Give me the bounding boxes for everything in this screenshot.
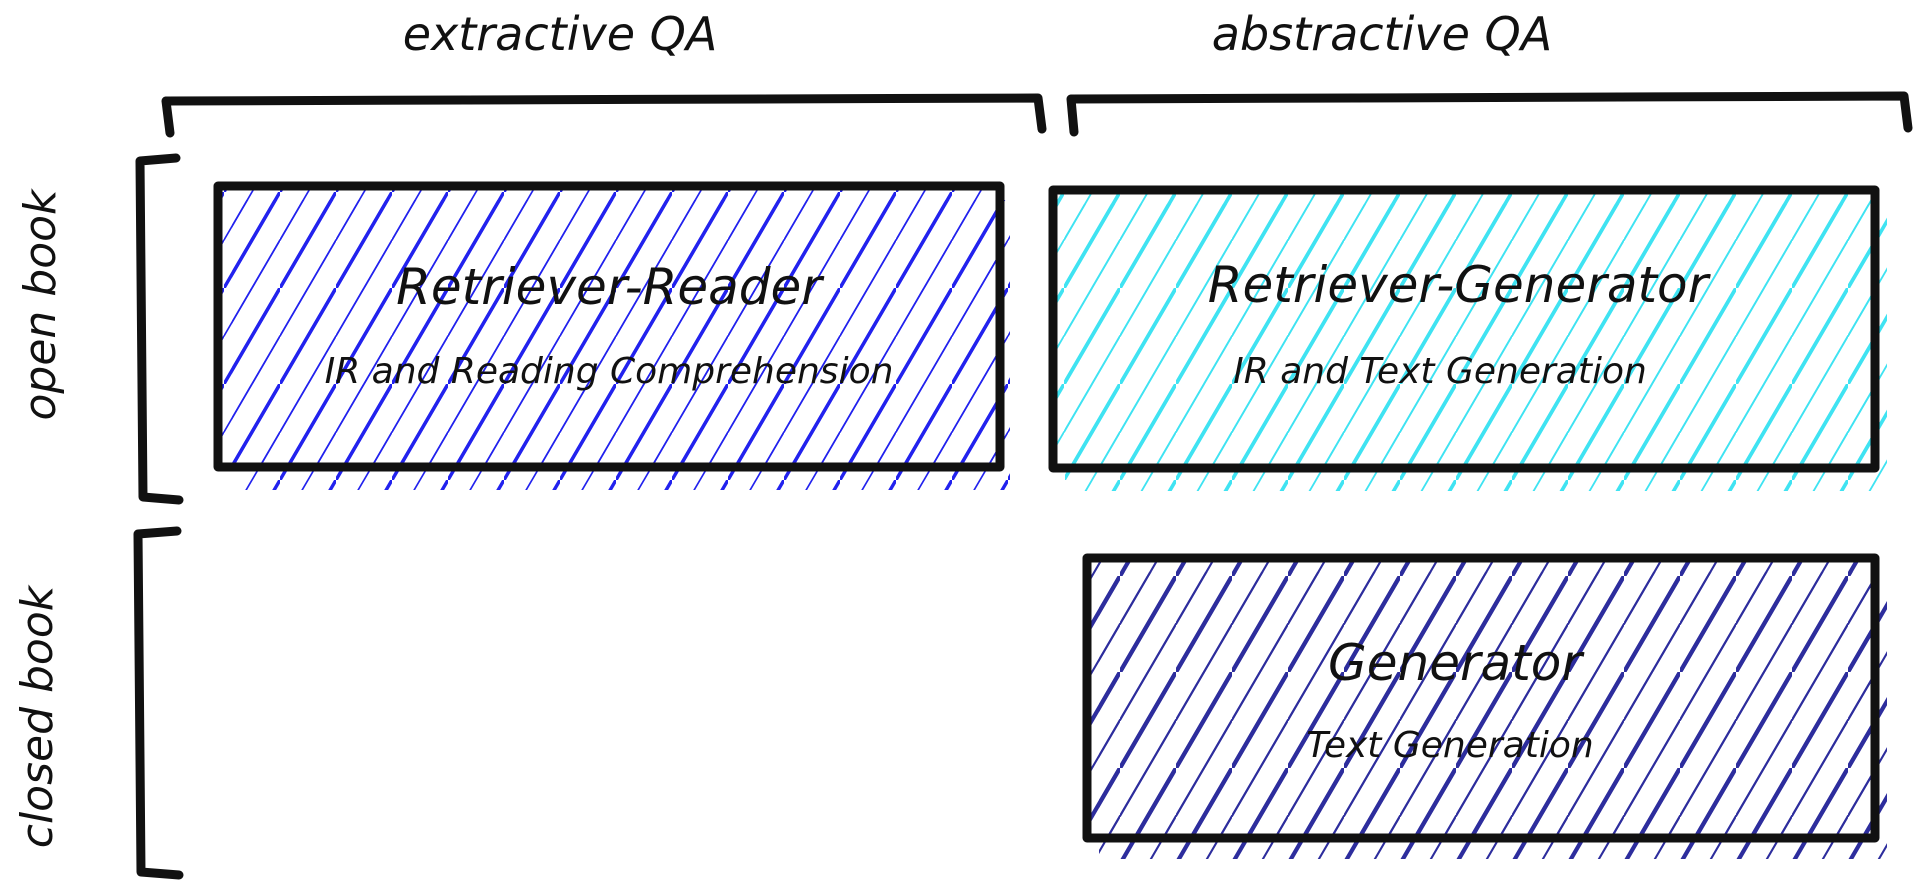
- retriever-generator-title: Retriever-Generator: [1208, 256, 1712, 314]
- retriever-generator-subtitle: IR and Text Generation: [1233, 351, 1647, 392]
- retriever-generator-box: [1048, 185, 1880, 473]
- retriever-reader-box: [213, 181, 1005, 472]
- generator-subtitle: Text Generation: [1306, 725, 1593, 766]
- open-book-bracket: [135, 153, 184, 505]
- column-header-abstractive-qa: abstractive QA: [1212, 7, 1552, 61]
- generator-box: [1082, 553, 1880, 843]
- cell-retriever-generator: Retriever-Generator IR and Text Generati…: [1048, 185, 1887, 491]
- row-header-closed-book: closed book: [12, 584, 63, 848]
- row-header-open-book: open book: [15, 188, 66, 421]
- cell-generator: Generator Text Generation: [1082, 553, 1887, 859]
- cell-retriever-reader: Retriever-Reader IR and Reading Comprehe…: [213, 181, 1010, 490]
- retriever-reader-subtitle: IR and Reading Comprehension: [325, 351, 894, 392]
- closed-book-bracket: [133, 526, 184, 880]
- column-header-extractive-qa: extractive QA: [403, 7, 718, 61]
- extractive-qa-bracket: [161, 93, 1047, 138]
- retriever-reader-title: Retriever-Reader: [396, 258, 825, 316]
- generator-title: Generator: [1328, 634, 1585, 692]
- abstractive-qa-bracket: [1066, 91, 1913, 137]
